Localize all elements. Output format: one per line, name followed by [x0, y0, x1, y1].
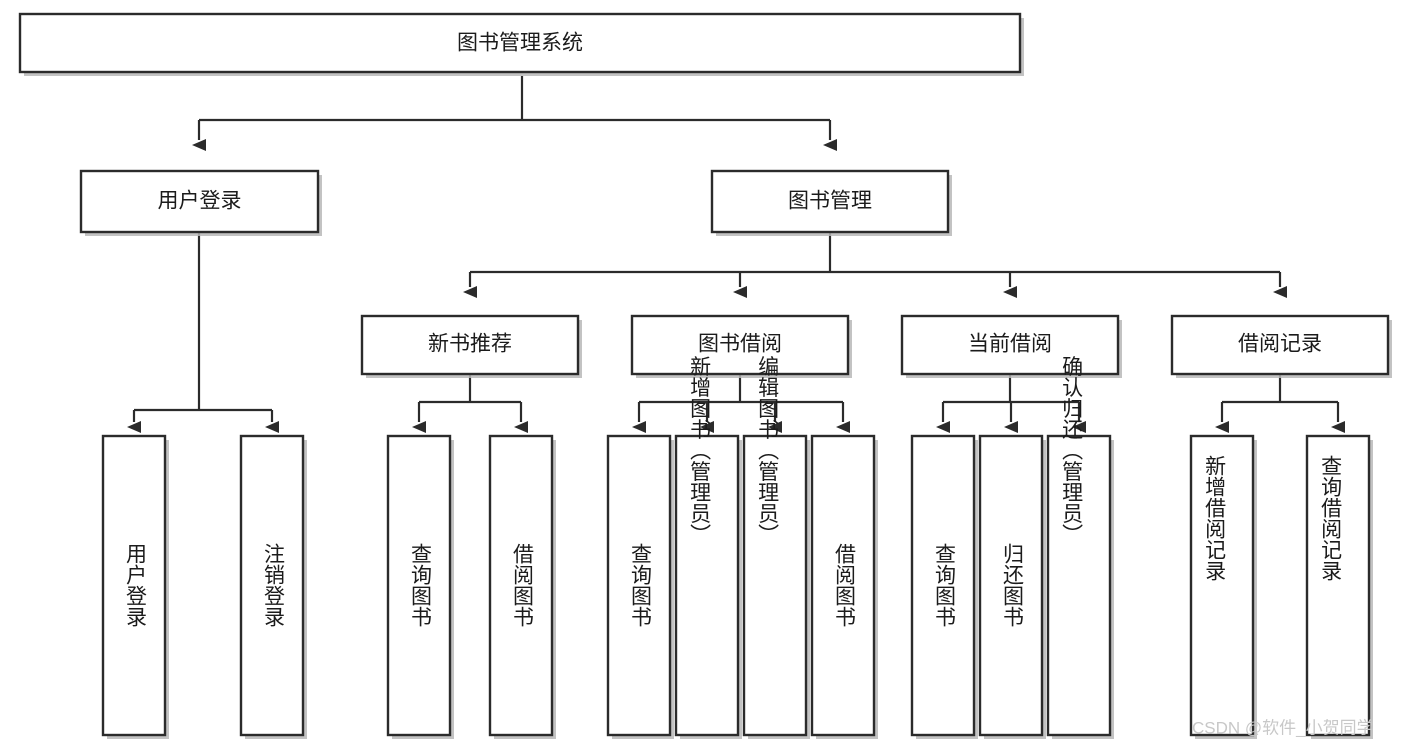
- node-new-book-rec[interactable]: 新书推荐: [360, 314, 582, 378]
- node-book-manage-label: 图书管理: [788, 190, 872, 213]
- node-leaf-add-record-label: 新增借阅记录: [1203, 455, 1227, 581]
- node-leaf-borrow-book-1[interactable]: 借阅图书: [488, 434, 556, 739]
- node-leaf-borrow-book-1-label: 借阅图书: [510, 543, 534, 627]
- node-leaf-add-book[interactable]: 新增图书（管理员）: [674, 356, 742, 740]
- node-leaf-query-book-1-label: 查询图书: [408, 543, 432, 627]
- node-leaf-confirm-return[interactable]: 确认归还（管理员）: [1046, 356, 1114, 740]
- node-leaf-user-login[interactable]: 用户登录: [101, 434, 169, 739]
- node-leaf-add-book-rect: [674, 434, 740, 737]
- node-leaf-logout-login-rect: [239, 434, 305, 737]
- node-book-borrow-rect: [630, 314, 850, 376]
- node-leaf-query-book-1-rect: [386, 434, 452, 737]
- node-leaf-query-record[interactable]: 查询借阅记录: [1305, 434, 1373, 739]
- connector-layer: [127, 76, 1345, 433]
- node-leaf-edit-book-label: 编辑图书（管理员）: [756, 356, 780, 545]
- node-leaf-add-record[interactable]: 新增借阅记录: [1189, 434, 1257, 739]
- node-new-book-rec-rect: [360, 314, 580, 376]
- csdn-watermark: CSDN @软件_小贺同学: [1192, 718, 1374, 737]
- node-leaf-query-book-2[interactable]: 查询图书: [606, 434, 674, 739]
- node-leaf-query-book-1[interactable]: 查询图书: [386, 434, 454, 739]
- node-leaf-user-login-rect: [101, 434, 167, 737]
- node-root-label: 图书管理系统: [457, 32, 583, 55]
- node-leaf-logout-login-label: 注销登录: [261, 543, 285, 627]
- node-user-login-rect: [79, 169, 320, 234]
- node-book-manage[interactable]: 图书管理: [710, 169, 952, 236]
- node-leaf-query-book-3-rect: [910, 434, 976, 737]
- node-leaf-edit-book[interactable]: 编辑图书（管理员）: [742, 356, 810, 740]
- node-leaf-confirm-return-rect: [1046, 434, 1112, 737]
- node-new-book-rec-label: 新书推荐: [428, 333, 512, 356]
- node-leaf-query-book-3-label: 查询图书: [932, 543, 956, 627]
- node-leaf-add-book-label: 新增图书（管理员）: [688, 356, 712, 545]
- node-leaf-query-record-label: 查询借阅记录: [1319, 455, 1343, 581]
- node-leaf-borrow-book-2-rect: [810, 434, 876, 737]
- node-leaf-add-record-rect: [1189, 434, 1255, 737]
- node-book-borrow[interactable]: 图书借阅: [630, 314, 852, 378]
- node-current-borrow-rect: [900, 314, 1120, 376]
- node-book-borrow-label: 图书借阅: [698, 333, 782, 356]
- node-leaf-logout-login[interactable]: 注销登录: [239, 434, 307, 739]
- node-leaf-query-book-3[interactable]: 查询图书: [910, 434, 978, 739]
- node-leaf-borrow-book-2-label: 借阅图书: [832, 543, 856, 627]
- node-leaf-query-book-2-label: 查询图书: [628, 543, 652, 627]
- node-leaf-user-login-label: 用户登录: [123, 543, 147, 627]
- node-leaf-return-book-label: 归还图书: [1000, 543, 1024, 627]
- node-borrow-record[interactable]: 借阅记录: [1170, 314, 1392, 378]
- node-borrow-record-rect: [1170, 314, 1390, 376]
- node-borrow-record-label: 借阅记录: [1238, 333, 1322, 356]
- node-user-login[interactable]: 用户登录: [79, 169, 322, 236]
- node-book-manage-rect: [710, 169, 950, 234]
- node-root-rect: [18, 12, 1022, 74]
- node-leaf-borrow-book-2[interactable]: 借阅图书: [810, 434, 878, 739]
- node-root[interactable]: 图书管理系统: [18, 12, 1024, 76]
- node-leaf-query-record-rect: [1305, 434, 1371, 737]
- node-leaf-borrow-book-1-rect: [488, 434, 554, 737]
- node-user-login-label: 用户登录: [158, 190, 242, 213]
- node-current-borrow[interactable]: 当前借阅: [900, 314, 1122, 378]
- node-leaf-query-book-2-rect: [606, 434, 672, 737]
- node-leaf-confirm-return-label: 确认归还（管理员）: [1060, 356, 1084, 545]
- node-current-borrow-label: 当前借阅: [968, 333, 1052, 356]
- node-leaf-return-book[interactable]: 归还图书: [978, 434, 1046, 739]
- node-leaf-return-book-rect: [978, 434, 1044, 737]
- node-leaf-edit-book-rect: [742, 434, 808, 737]
